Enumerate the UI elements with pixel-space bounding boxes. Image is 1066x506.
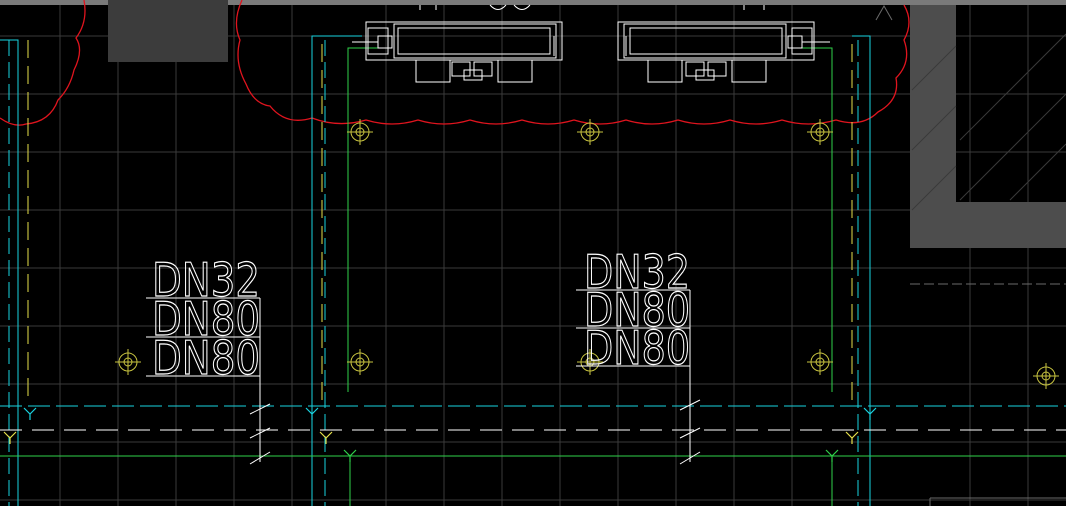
pipe-size-labels-left: DN32 DN80 DN80 bbox=[151, 252, 260, 385]
right-wall bbox=[910, 5, 1066, 506]
pipe-label-right-1: DN32 bbox=[584, 245, 690, 299]
gray-block bbox=[108, 0, 228, 62]
partial-top-objects bbox=[419, 4, 765, 10]
right-label-leader bbox=[576, 289, 701, 465]
pipe-label-right-2: DN80 bbox=[584, 283, 690, 337]
pipe-label-right-3: DN80 bbox=[584, 321, 690, 375]
cyan-wall-lines bbox=[0, 35, 1066, 506]
column-circle-marker-icon bbox=[115, 119, 1059, 389]
pipe-size-labels-right: DN32 DN80 DN80 bbox=[583, 244, 690, 375]
air-handler-unit-icon bbox=[352, 21, 563, 83]
left-label-leader bbox=[146, 297, 271, 465]
top-edge-strip bbox=[0, 0, 1066, 5]
air-handler-unit-icon bbox=[617, 21, 830, 83]
pipe-label-left-1: DN32 bbox=[152, 253, 260, 307]
y-valve-symbol-icon bbox=[3, 407, 877, 462]
pipe-label-left-2: DN80 bbox=[152, 292, 260, 346]
partial-marker-top-right bbox=[875, 4, 893, 21]
revision-cloud-icon bbox=[0, 0, 910, 126]
yellow-dashed-lines bbox=[27, 40, 853, 400]
pipe-label-left-3: DN80 bbox=[152, 331, 260, 385]
green-pipe-lines bbox=[0, 47, 1066, 506]
cyan-dashed-verticals bbox=[8, 40, 859, 506]
